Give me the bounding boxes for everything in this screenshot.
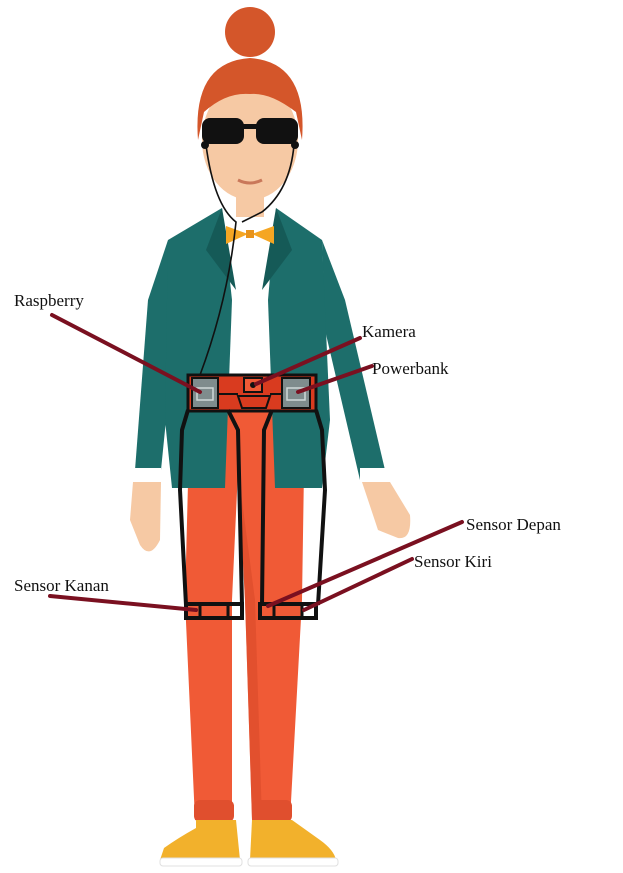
raspberry-device [192, 378, 218, 408]
right-sole [248, 858, 338, 866]
powerbank-device [282, 378, 310, 408]
left-cuff [194, 800, 234, 822]
raspberry-label: Raspberry [14, 291, 84, 310]
right-cuff [252, 800, 292, 822]
sensor-kanan-label: Sensor Kanan [14, 576, 109, 595]
powerbank-label: Powerbank [372, 359, 449, 378]
bowtie-knot [246, 230, 254, 238]
kamera-label: Kamera [362, 322, 416, 341]
left-sole [160, 858, 242, 866]
woman-figure-illustration [130, 7, 410, 866]
sensor-kanan-pointer [50, 596, 196, 610]
left-hand [130, 482, 161, 551]
hair-bun [225, 7, 275, 57]
right-shoe [250, 820, 336, 860]
earphone-right-icon [291, 141, 299, 149]
earphone-left-icon [201, 141, 209, 149]
left-shoe [160, 820, 240, 860]
sensor-kiri-label: Sensor Kiri [414, 552, 492, 571]
right-cuff-shirt [360, 468, 388, 482]
right-hand [362, 482, 410, 538]
left-cuff-shirt [133, 468, 161, 482]
sensor-depan-label: Sensor Depan [466, 515, 561, 534]
